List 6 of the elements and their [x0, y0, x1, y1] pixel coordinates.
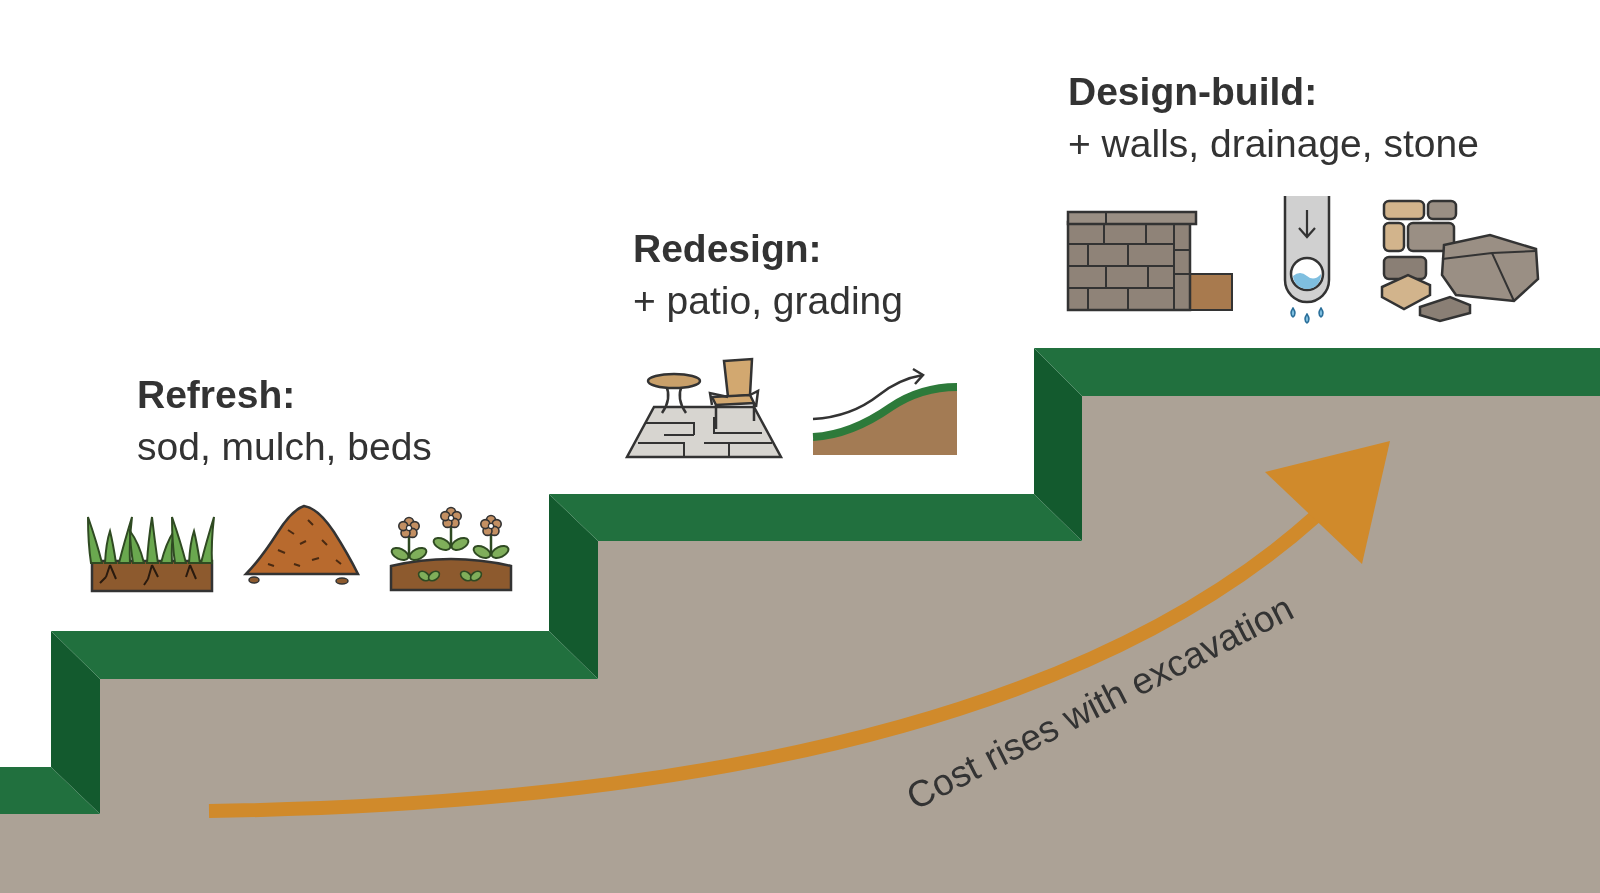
step-heading: Design-build: — [1068, 69, 1318, 115]
step-heading: Refresh: — [137, 372, 296, 418]
step-description: sod, mulch, beds — [137, 424, 432, 470]
step-description: + walls, drainage, stone — [1068, 121, 1479, 167]
step-heading: Redesign: — [633, 226, 822, 272]
step-description: + patio, grading — [633, 278, 903, 324]
